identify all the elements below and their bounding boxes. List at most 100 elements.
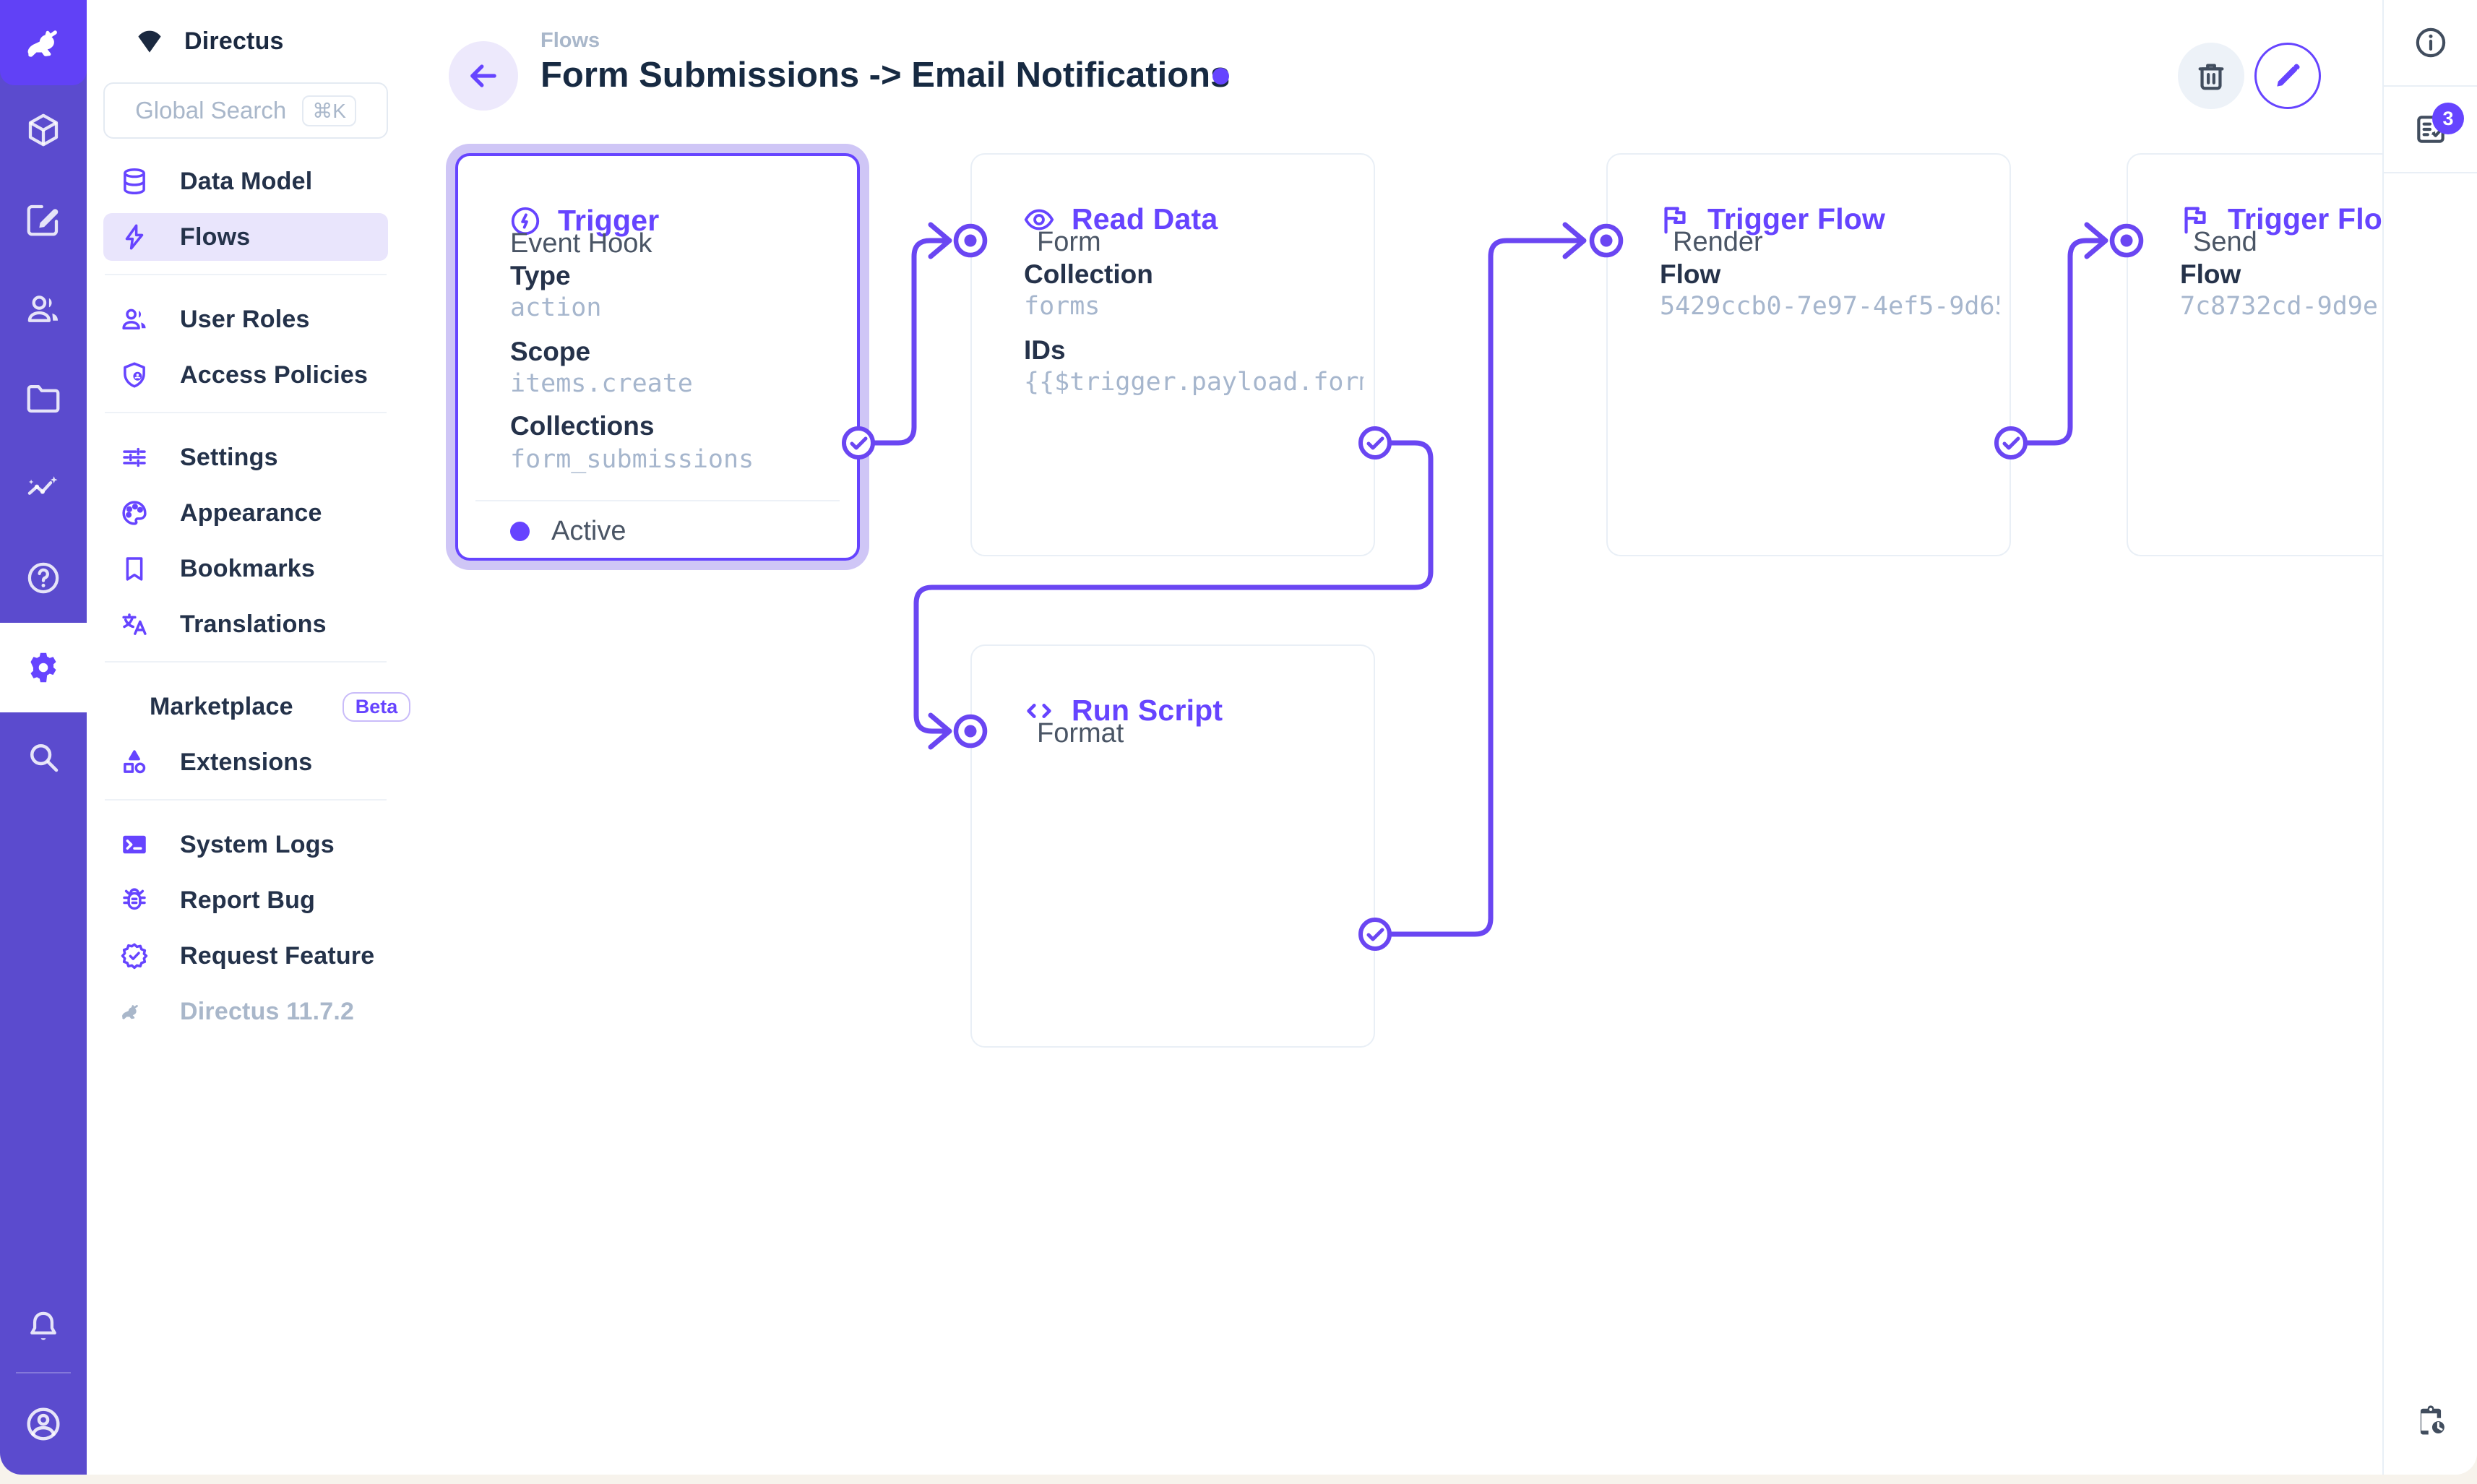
field-value: {{$trigger.payload.form}} <box>1024 368 1364 397</box>
beta-badge: Beta <box>342 691 411 722</box>
sidebar-item-data-model[interactable]: Data Model <box>103 158 388 205</box>
connector-runscript-triggerflow <box>1372 238 1582 937</box>
rabbit-logo-icon <box>27 30 57 57</box>
sidebar-item-request-feature[interactable]: Request Feature <box>103 932 388 980</box>
panel-title-trigger-flow: Trigger Flow <box>2179 202 2405 236</box>
sidebar-item-appearance[interactable]: Appearance <box>103 489 388 537</box>
field-value: 5429ccb0-7e97-4ef5-9d65-2b… <box>1660 292 1999 321</box>
sidebar-item-access-policies[interactable]: Access Policies <box>103 351 388 399</box>
module-files[interactable] <box>0 354 87 444</box>
info-sidebar-button[interactable] <box>2384 0 2477 87</box>
search-icon <box>30 744 59 772</box>
field-label: Flow <box>2180 259 2241 289</box>
module-bar-divider <box>16 1372 71 1373</box>
terminal-icon <box>123 835 146 854</box>
panel-title-trigger: Trigger <box>509 204 659 238</box>
arrowhead <box>928 222 952 259</box>
module-editor[interactable] <box>0 175 87 264</box>
field-value: forms <box>1024 292 1100 321</box>
logs-count-badge: 3 <box>2432 103 2464 134</box>
delete-flow-button[interactable] <box>2178 43 2244 109</box>
trigger-subtitle: Event Hook <box>510 228 652 259</box>
bookmark-icon <box>126 557 143 581</box>
module-content[interactable] <box>0 85 87 175</box>
sidebar-item-settings[interactable]: Settings <box>103 433 388 481</box>
panel-divider <box>475 500 840 501</box>
trigger-status: Active <box>510 516 626 547</box>
sidebar-item-report-bug[interactable]: Report Bug <box>103 876 388 924</box>
page-header: Flows Form Submissions -> Email Notifica… <box>395 0 2382 153</box>
sidebar-item-extensions[interactable]: Extensions <box>103 738 388 786</box>
flag-icon <box>1658 203 1692 236</box>
nav-divider <box>105 799 387 801</box>
breadcrumb[interactable]: Flows <box>540 29 600 52</box>
module-docs[interactable] <box>0 533 87 623</box>
module-settings[interactable] <box>0 623 87 712</box>
sidebar-item-marketplace[interactable]: Marketplace Beta <box>103 683 411 730</box>
field-label: Collection <box>1024 259 1153 289</box>
page-title: Form Submissions -> Email Notifications <box>540 56 1231 95</box>
tune-icon <box>123 447 146 467</box>
field-label: IDs <box>1024 335 1066 365</box>
port-label: Render <box>1673 227 1763 257</box>
port-label: Format <box>1037 718 1124 749</box>
help-icon <box>27 562 59 594</box>
folder-icon <box>27 384 60 413</box>
version-row: Directus 11.7.2 <box>103 988 388 1035</box>
directus-logo[interactable] <box>0 0 87 85</box>
pencil-icon <box>2272 60 2304 92</box>
edit-flow-button[interactable] <box>2254 43 2321 109</box>
translate-icon <box>122 613 147 635</box>
bolt-icon <box>125 224 144 250</box>
flow-panel-run-script[interactable]: Run Script Format <box>970 644 1375 1048</box>
port-label: Form <box>1037 227 1101 257</box>
info-icon <box>2416 27 2445 58</box>
sidebar-item-user-roles[interactable]: User Roles <box>103 295 388 343</box>
global-search-input[interactable]: Global Search ⌘K <box>103 82 388 139</box>
user-roles-icon <box>122 309 146 329</box>
module-user-directory[interactable] <box>0 264 87 354</box>
module-search[interactable] <box>0 712 87 802</box>
shortcut-key-badge: ⌘K <box>302 95 356 126</box>
sidebar-item-translations[interactable]: Translations <box>103 600 388 648</box>
palette-icon <box>122 501 147 525</box>
flow-panel-trigger-flow-render[interactable]: Trigger Flow Render Flow 5429ccb0-7e97-4… <box>1606 153 2011 556</box>
panel-title-read-data: Read Data <box>1022 202 1218 236</box>
flow-panel-trigger[interactable]: Trigger Event Hook Type action Scope ite… <box>455 153 860 561</box>
flow-panel-read-data[interactable]: Read Data Form Collection forms IDs {{$t… <box>970 153 1375 556</box>
database-icon <box>124 168 145 195</box>
active-status-label: Active <box>551 516 626 546</box>
bell-icon <box>30 1311 56 1340</box>
sidebar-item-flows[interactable]: Flows <box>103 213 388 261</box>
arrowhead <box>928 712 952 750</box>
insights-icon <box>27 476 58 495</box>
nav-divider <box>105 661 387 663</box>
project-row[interactable]: Directus <box>103 0 388 82</box>
connector-triggerflow-triggerflow <box>2008 238 2104 446</box>
module-bar <box>0 0 87 1475</box>
active-status-dot <box>510 522 530 541</box>
nav-divider <box>105 412 387 413</box>
field-label: Collections <box>510 411 655 441</box>
account-button[interactable] <box>0 1373 87 1475</box>
account-circle-icon <box>27 1407 60 1441</box>
arrowhead <box>1562 222 1587 259</box>
cube-icon <box>28 113 59 147</box>
right-sidebar: 3 <box>2382 0 2477 1475</box>
nav-divider <box>105 274 387 275</box>
back-button[interactable] <box>449 41 518 111</box>
logs-sidebar-button[interactable]: 3 <box>2384 87 2477 173</box>
eye-icon <box>1022 203 1056 236</box>
users-icon <box>27 295 59 322</box>
module-insights[interactable] <box>0 444 87 533</box>
bug-icon <box>123 888 146 910</box>
sidebar-item-system-logs[interactable]: System Logs <box>103 821 388 868</box>
trash-icon <box>2194 59 2228 92</box>
field-label: Flow <box>1660 259 1721 289</box>
sidebar-item-bookmarks[interactable]: Bookmarks <box>103 545 388 592</box>
clipboard-clock-icon <box>2420 1405 2447 1436</box>
notifications-button[interactable] <box>0 1282 87 1372</box>
activity-clipboard-button[interactable] <box>2384 1366 2477 1475</box>
bolt-circle-icon <box>509 204 542 238</box>
